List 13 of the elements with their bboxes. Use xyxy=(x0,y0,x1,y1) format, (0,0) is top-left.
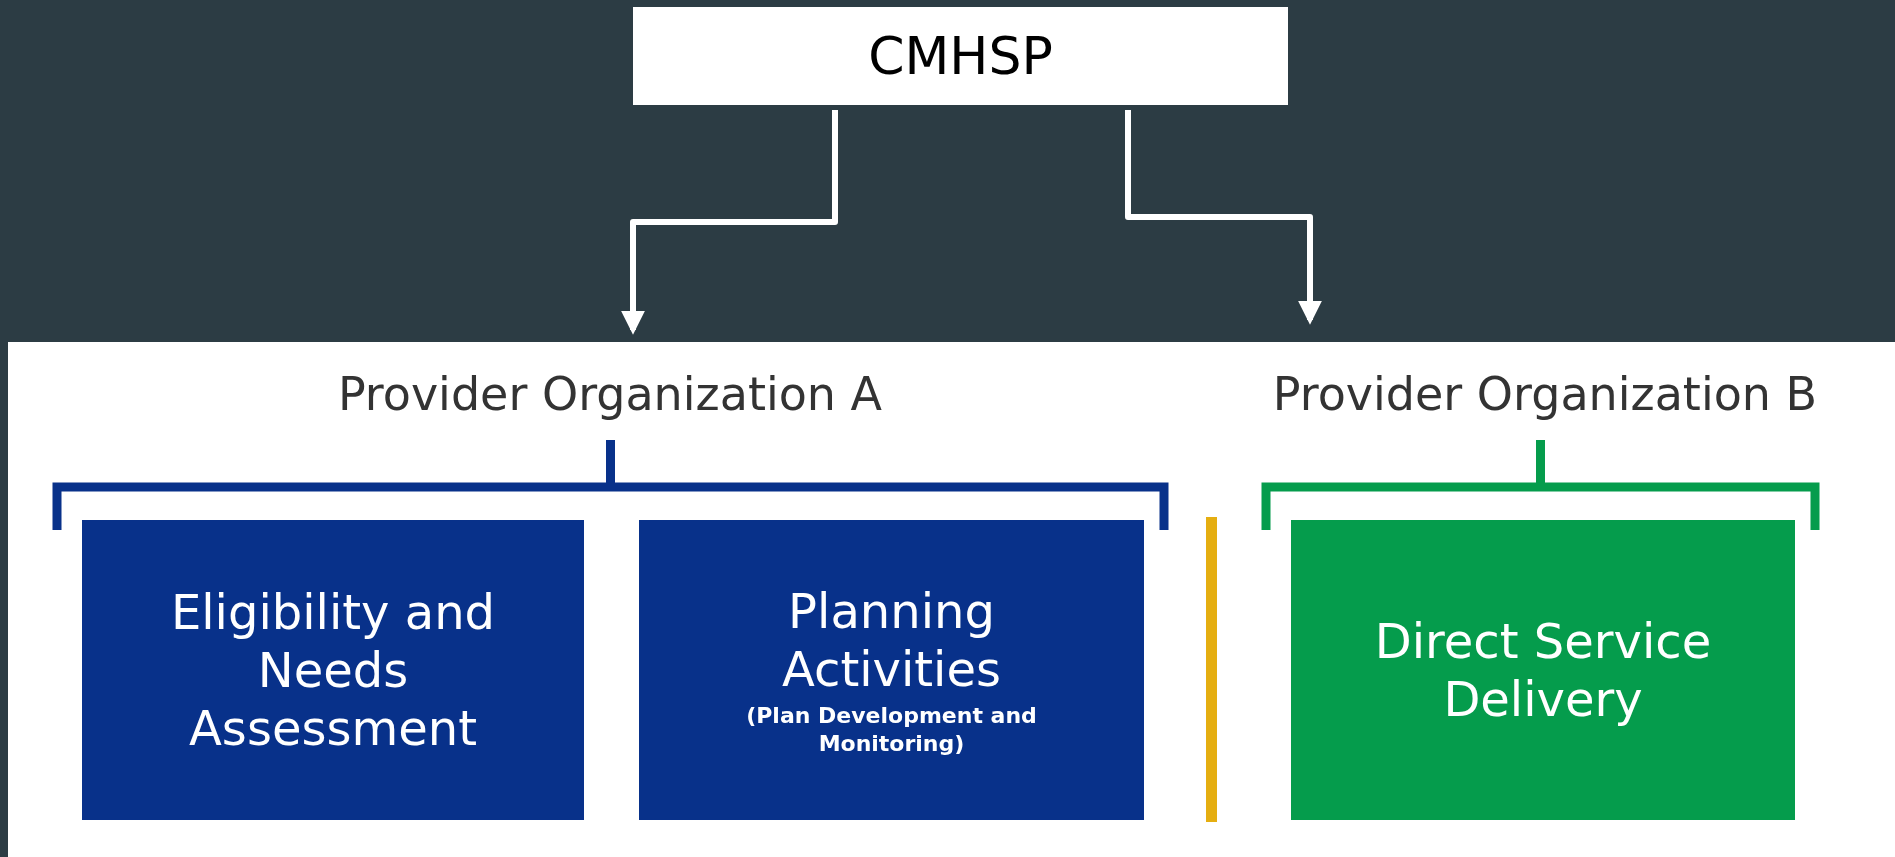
title-text: CMHSP xyxy=(868,25,1053,88)
activity-box xyxy=(1291,520,1795,820)
arrow xyxy=(621,110,838,335)
arrow xyxy=(1125,110,1322,325)
box-subtitle: (Plan Development and Monitoring) xyxy=(745,702,1038,758)
title-box xyxy=(633,7,1288,105)
box-title: Planning Activities xyxy=(781,582,1002,698)
activity-box xyxy=(639,520,1144,820)
group-heading: Provider Organization A xyxy=(336,366,884,423)
group-heading: Provider Organization B xyxy=(1271,366,1819,423)
activity-box xyxy=(82,520,584,820)
box-title: Eligibility and Needs Assessment xyxy=(169,583,497,757)
box-title: Direct Service Delivery xyxy=(1373,612,1713,728)
